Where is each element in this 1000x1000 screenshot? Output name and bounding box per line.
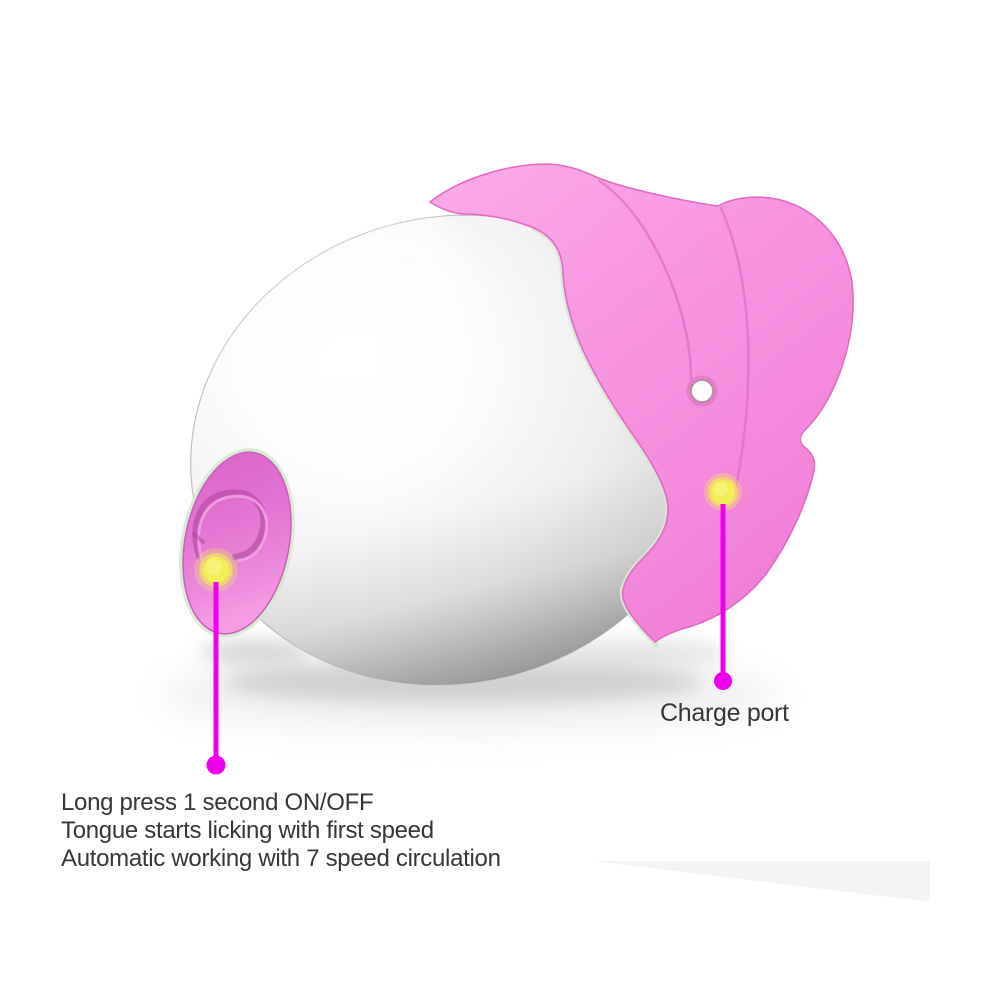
power-instruction-line-3: Automatic working with 7 speed circulati… — [61, 845, 501, 872]
power-button-cap — [182, 451, 292, 635]
power-button-marker-icon — [194, 548, 238, 592]
callout-dot-power — [206, 755, 226, 775]
charge-port-label: Charge port — [660, 699, 789, 727]
callout-power-button — [206, 582, 226, 775]
power-button-instructions: Long press 1 second ON/OFF Tongue starts… — [61, 789, 501, 873]
sleeve-sucker-crease — [719, 206, 750, 494]
callout-dot-charge — [714, 672, 732, 690]
button-emboss-tick — [192, 532, 205, 544]
pink-sleeve — [428, 163, 854, 644]
charge-port-marker-icon — [704, 473, 742, 511]
led-indicator — [686, 375, 718, 407]
power-instruction-line-1: Long press 1 second ON/OFF — [61, 789, 374, 816]
button-emboss-highlight — [197, 494, 269, 562]
sleeve-silhouette — [428, 163, 854, 644]
sleeve-front-flap-crease — [597, 179, 693, 381]
background-shade-wedge — [593, 861, 930, 902]
callout-charge-port — [714, 504, 732, 690]
power-instruction-line-2: Tongue starts licking with first speed — [61, 817, 434, 844]
